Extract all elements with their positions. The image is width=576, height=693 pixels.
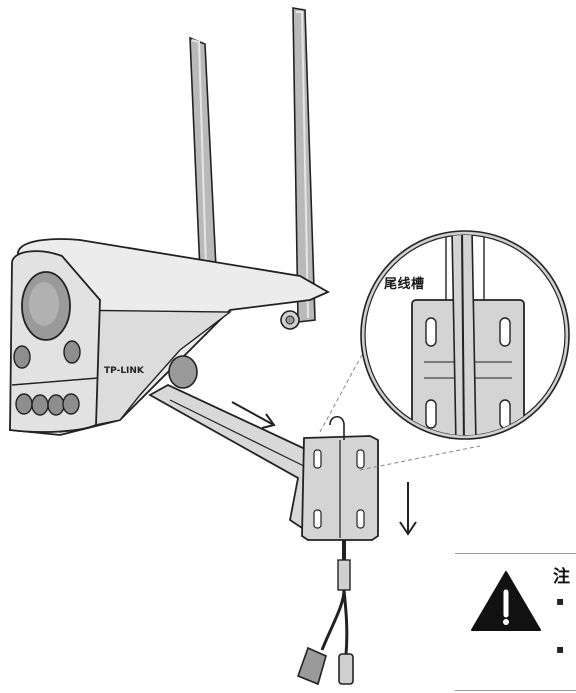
- arrow-down-icon: [399, 482, 417, 536]
- note-bullet: ▪: [556, 594, 565, 608]
- power-connector: [338, 653, 354, 685]
- note-divider-top: [455, 553, 576, 554]
- ir-led: [13, 345, 31, 369]
- callout-leader-lines: [319, 339, 481, 471]
- antenna-right: [292, 7, 316, 323]
- camera-body: TP-LINK: [9, 238, 330, 436]
- rj45-connector: [296, 646, 327, 686]
- wall-plate: [301, 415, 379, 541]
- callout-zoom: [360, 230, 570, 440]
- arrow-diagonal-icon: [231, 401, 276, 429]
- ir-led: [31, 394, 49, 416]
- warning-triangle-icon: [471, 571, 541, 631]
- note-divider-bottom: [455, 690, 576, 691]
- antenna-left: [189, 36, 217, 274]
- tail-cables: [296, 540, 354, 686]
- ir-led: [62, 393, 80, 415]
- tail-slot-label: 尾线槽: [384, 277, 425, 292]
- ir-led: [15, 393, 33, 415]
- ir-led: [63, 340, 81, 364]
- wall-bracket-arm: [148, 383, 319, 532]
- mount-joint: [168, 355, 198, 389]
- note-bullet: ▪: [556, 642, 565, 656]
- brand-label: TP-LINK: [104, 366, 145, 376]
- note-title: 注: [553, 567, 570, 587]
- ir-led: [47, 394, 65, 416]
